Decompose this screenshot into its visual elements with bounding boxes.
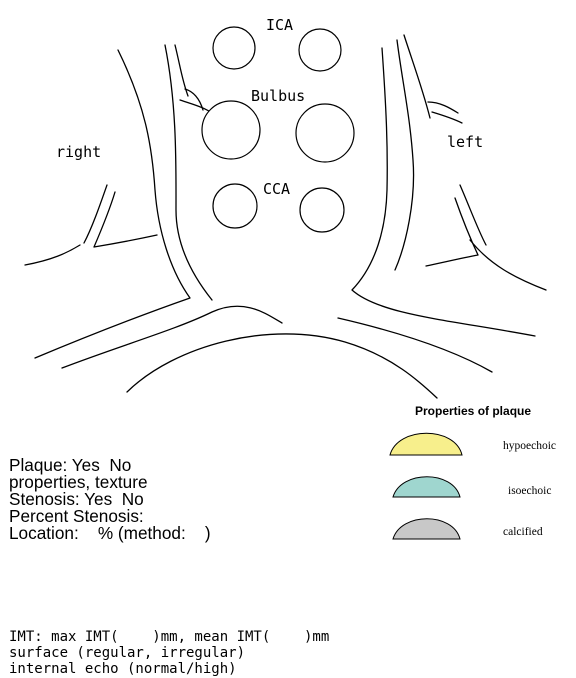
imt-line: IMT: max IMT( )mm, mean IMT( )mm [9,629,329,645]
left-eca-lower [432,112,462,123]
right-ica-circle[interactable] [213,27,255,69]
left-eca-tip [428,102,458,113]
right-side-label: right [56,143,101,161]
right-cca-circle[interactable] [213,184,257,228]
bulbus-label: Bulbus [251,87,305,105]
right-subclavian-upper [25,245,80,265]
ica-label: ICA [266,16,293,34]
aortic-arch [127,334,437,398]
left-arch-branch [338,318,492,372]
plaque-circles [202,27,354,232]
left-subclavian [470,240,546,290]
hypoechoic-label: hypoechoic [503,440,556,452]
right-vertebral-inner [94,192,157,247]
calcified-label: calcified [503,526,543,538]
isoechoic-label: isoechoic [508,485,551,497]
left-eca-upper [404,35,430,118]
legend-title: Properties of plaque [415,404,531,418]
plaque-legend: hypoechoic isoechoic calcified [390,433,556,539]
surface-line: surface (regular, irregular) [9,645,329,661]
calcified-swatch [393,519,460,539]
hypoechoic-swatch [390,433,462,455]
left-vertebral-outer [460,185,486,245]
location-line: Location: % (method: ) [9,525,211,542]
left-ica-circle[interactable] [299,29,341,71]
left-trunk-outer [352,48,535,336]
right-trunk-inner [165,45,212,300]
right-vertebral-outer [84,185,107,243]
isoechoic-swatch [393,477,460,497]
left-bulbus-circle[interactable] [296,104,354,162]
cca-label: CCA [263,180,290,198]
imt-section: IMT: max IMT( )mm, mean IMT( )mm surface… [9,629,329,677]
plaque-form: Plaque: Yes No properties, texture Steno… [9,457,211,542]
left-trunk-inner [395,40,414,270]
left-cca-circle[interactable] [300,188,344,232]
right-bulbus-circle[interactable] [202,101,260,159]
internal-echo-line: internal echo (normal/high) [9,661,329,677]
left-side-label: left [447,133,483,151]
right-eca-upper [175,45,188,96]
right-trunk-outer [35,50,190,358]
